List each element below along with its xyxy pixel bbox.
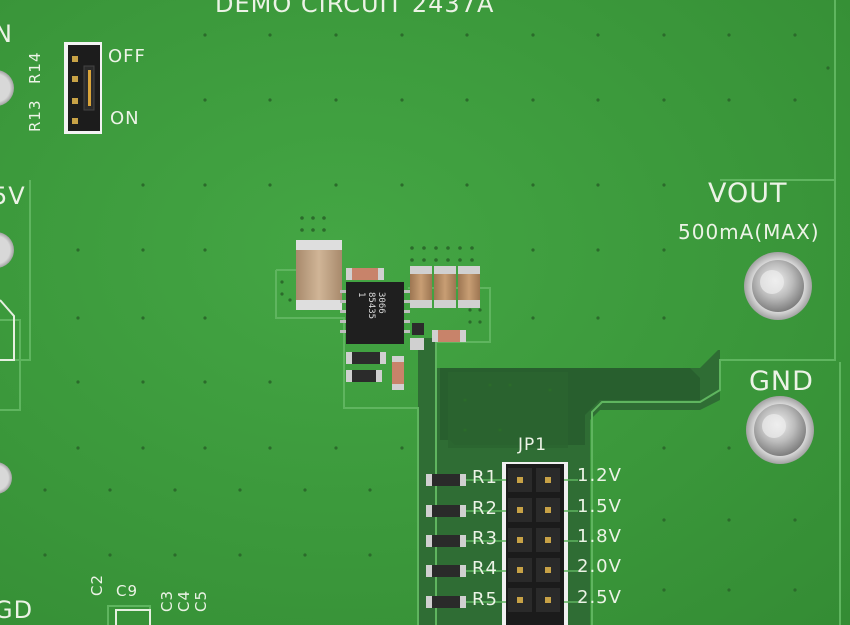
- dark-copper-pour: [418, 338, 720, 625]
- c9-label: C9: [116, 582, 139, 600]
- jp1-label: JP1: [518, 435, 548, 455]
- jp1-resistors: [426, 474, 578, 608]
- gnd-turret: [746, 396, 814, 464]
- c5-label: C5: [192, 589, 210, 612]
- small-resistor-top: [346, 268, 384, 280]
- resistor-ref-r1: R1: [472, 467, 498, 488]
- gnd-label: GND: [749, 366, 814, 397]
- c4-label: C4: [175, 589, 193, 612]
- regulator-ic: [340, 282, 410, 344]
- r13-label: R13: [26, 99, 44, 132]
- jumper-header-topleft: [64, 42, 102, 134]
- left-gd-label: GD: [0, 596, 34, 624]
- resistor-ref-r5: R5: [472, 589, 498, 610]
- left-terminals: [0, 70, 14, 494]
- c2-label: C2: [88, 573, 106, 596]
- jumper-on-label: ON: [110, 108, 140, 129]
- resistor-ref-r3: R3: [472, 528, 498, 549]
- vout-turret: [744, 252, 812, 320]
- small-passives: [346, 323, 466, 390]
- left-silk-outlines: [0, 299, 151, 625]
- r14-label: R14: [26, 51, 44, 84]
- resistor-ref-r2: R2: [472, 498, 498, 519]
- vout-max-current-label: 500mA(MAX): [678, 220, 820, 244]
- voltage-option-1: 1.2V: [577, 465, 622, 486]
- via-cluster: [280, 216, 482, 324]
- ic-marking-line-3: 1: [356, 292, 366, 298]
- voltage-option-5: 2.5V: [577, 587, 622, 608]
- via-dots: [43, 33, 830, 592]
- left-5v-label: 5V: [0, 182, 26, 210]
- vout-label: VOUT: [708, 178, 788, 209]
- ceramic-capacitors: [410, 266, 480, 308]
- voltage-option-4: 2.0V: [577, 556, 622, 577]
- ic-marking-line-2: 85435: [366, 292, 376, 320]
- ic-marking-line-1: 3066: [376, 292, 386, 314]
- left-n-label: N: [0, 20, 13, 48]
- c3-label: C3: [158, 589, 176, 612]
- voltage-option-2: 1.5V: [577, 496, 622, 517]
- voltage-option-3: 1.8V: [577, 526, 622, 547]
- jp1-header: [502, 462, 568, 625]
- ic-marking: 3066 85435 1: [356, 292, 386, 319]
- resistor-ref-r4: R4: [472, 558, 498, 579]
- jumper-off-label: OFF: [108, 46, 146, 67]
- board-title: DEMO CIRCUIT 2437A: [215, 0, 495, 18]
- inductor: [296, 240, 342, 310]
